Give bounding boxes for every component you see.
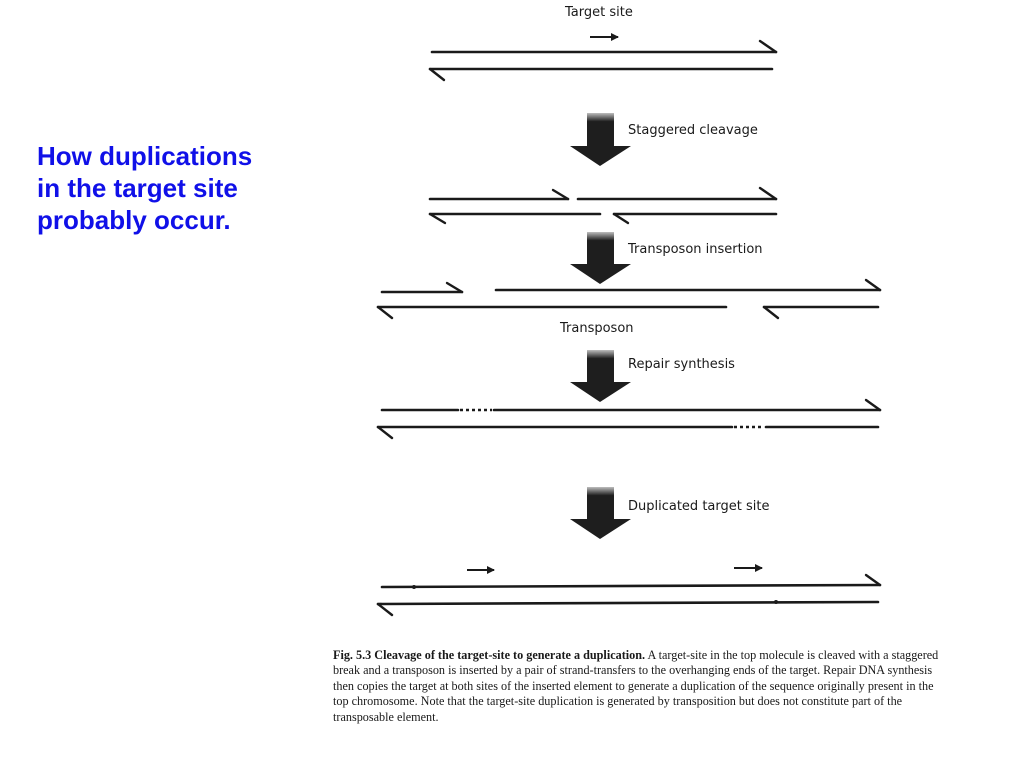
bottom-right-hook (612, 212, 630, 225)
target-site-label: Target site (564, 5, 633, 20)
dna-duplicated (376, 573, 882, 617)
top-strand (380, 583, 882, 589)
caption-heading: Fig. 5.3 Cleavage of the target-site to … (333, 648, 646, 662)
top-right-hook (758, 186, 778, 201)
step-label-repair-synthesis: Repair synthesis (628, 357, 735, 372)
bottom-left-hook (376, 305, 394, 320)
bottom-left-hook (376, 425, 394, 440)
step-arrow-1 (570, 113, 631, 166)
step-label-duplicated-target-site: Duplicated target site (628, 499, 769, 514)
junction-dot-top (412, 585, 416, 589)
junction-dot-bottom (774, 600, 778, 604)
bottom-strand (376, 600, 880, 606)
step-label-transposon-insertion: Transposon insertion (627, 242, 763, 257)
step-arrow-3 (570, 350, 631, 402)
bottom-left-hook (428, 212, 447, 225)
dna-inserted (376, 278, 882, 320)
bottom-right-hook (762, 305, 780, 320)
transposon-label: Transposon (559, 321, 634, 336)
dna-repaired (376, 398, 882, 440)
caption-body: A target-site in the top molecule is cle… (333, 648, 939, 724)
top-left-hook (445, 281, 464, 294)
figure-caption: Fig. 5.3 Cleavage of the target-site to … (333, 648, 945, 725)
top-left-hook (551, 188, 570, 201)
step-arrow-4 (570, 487, 631, 539)
bottom-left-hook (376, 602, 394, 617)
dna-cleaved (428, 186, 778, 225)
top-right-hook (864, 278, 882, 292)
slide-title: How duplications in the target site prob… (37, 141, 253, 235)
step-label-staggered-cleavage: Staggered cleavage (628, 123, 758, 138)
top-right-hook (864, 573, 882, 587)
step-arrow-2 (570, 232, 631, 284)
bottom-strand-hook (428, 67, 446, 82)
top-right-hook (864, 398, 882, 412)
dna-original (428, 39, 778, 82)
top-strand-hook (758, 39, 778, 54)
